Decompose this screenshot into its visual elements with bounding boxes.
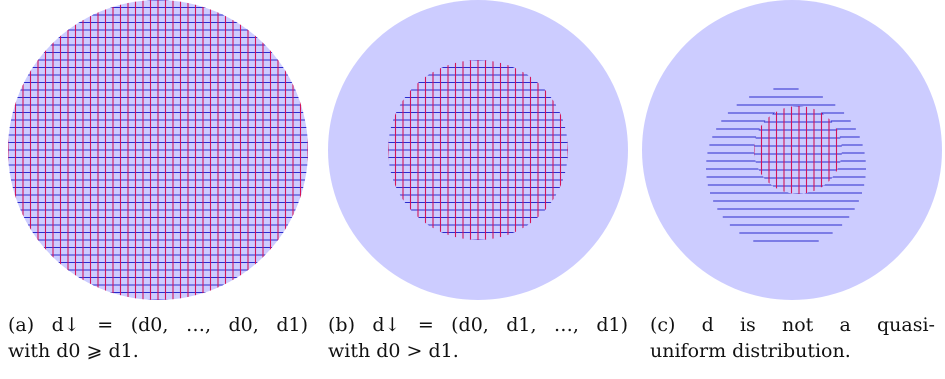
panel-c-disk [642,0,942,300]
caption-a-line2: with d0 ⩾ d1. [8,340,139,362]
panel-b-disk [328,0,628,300]
caption-a: (a)d↓=(d0,…,d0,d1) with d0 ⩾ d1. [8,312,308,364]
panel-c-inner-grid [754,106,842,194]
caption-b-line2: with d0 > d1. [328,340,459,362]
caption-c-line2: uniform distribution. [650,340,851,362]
figure-diagrams [8,0,942,300]
caption-b-line1: (b)d↓=(d0,d1,…,d1) [328,314,628,336]
panel-a-grid [8,0,308,300]
panel-a-disk [8,0,308,300]
caption-a-line1: (a)d↓=(d0,…,d0,d1) [8,314,308,336]
caption-b: (b)d↓=(d0,d1,…,d1) with d0 > d1. [328,312,628,364]
